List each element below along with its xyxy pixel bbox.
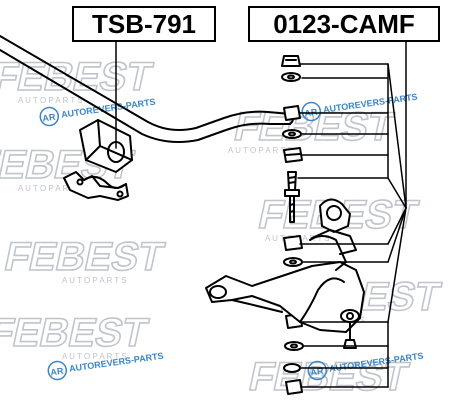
watermark-brand: FEBEST bbox=[0, 53, 157, 98]
lower-control-arm bbox=[205, 235, 365, 349]
ball-joint bbox=[311, 198, 357, 255]
watermark-sub: A U T O P A R T S bbox=[18, 184, 83, 193]
part-number-label-left: TSB-791 bbox=[72, 6, 216, 42]
watermark-logo: AR bbox=[42, 112, 57, 124]
watermark-sub: A U T O P A R T S bbox=[228, 146, 293, 155]
watermark-sub: A U T O P A R T S bbox=[18, 96, 83, 105]
watermark-brand: FEBEST bbox=[230, 103, 398, 148]
watermark-logo: AR bbox=[50, 366, 65, 378]
part-number-label-right: 0123-CAMF bbox=[248, 6, 440, 42]
bushing-bracket bbox=[63, 171, 129, 201]
watermark-logo: AR bbox=[310, 366, 325, 378]
watermark-brand: FEBEST bbox=[0, 309, 152, 354]
hardware-stack bbox=[281, 55, 304, 395]
leader-lines bbox=[115, 41, 407, 388]
stabilizer-bushing bbox=[79, 119, 133, 173]
stabilizer-bar bbox=[0, 35, 294, 143]
watermark-sub: A U T O P A R T S bbox=[62, 276, 127, 285]
watermark-sub: A U T O P A R T S bbox=[62, 352, 127, 361]
watermark-brand: FEBEST bbox=[245, 353, 413, 398]
watermark-brand: FEBEST bbox=[1, 233, 169, 278]
